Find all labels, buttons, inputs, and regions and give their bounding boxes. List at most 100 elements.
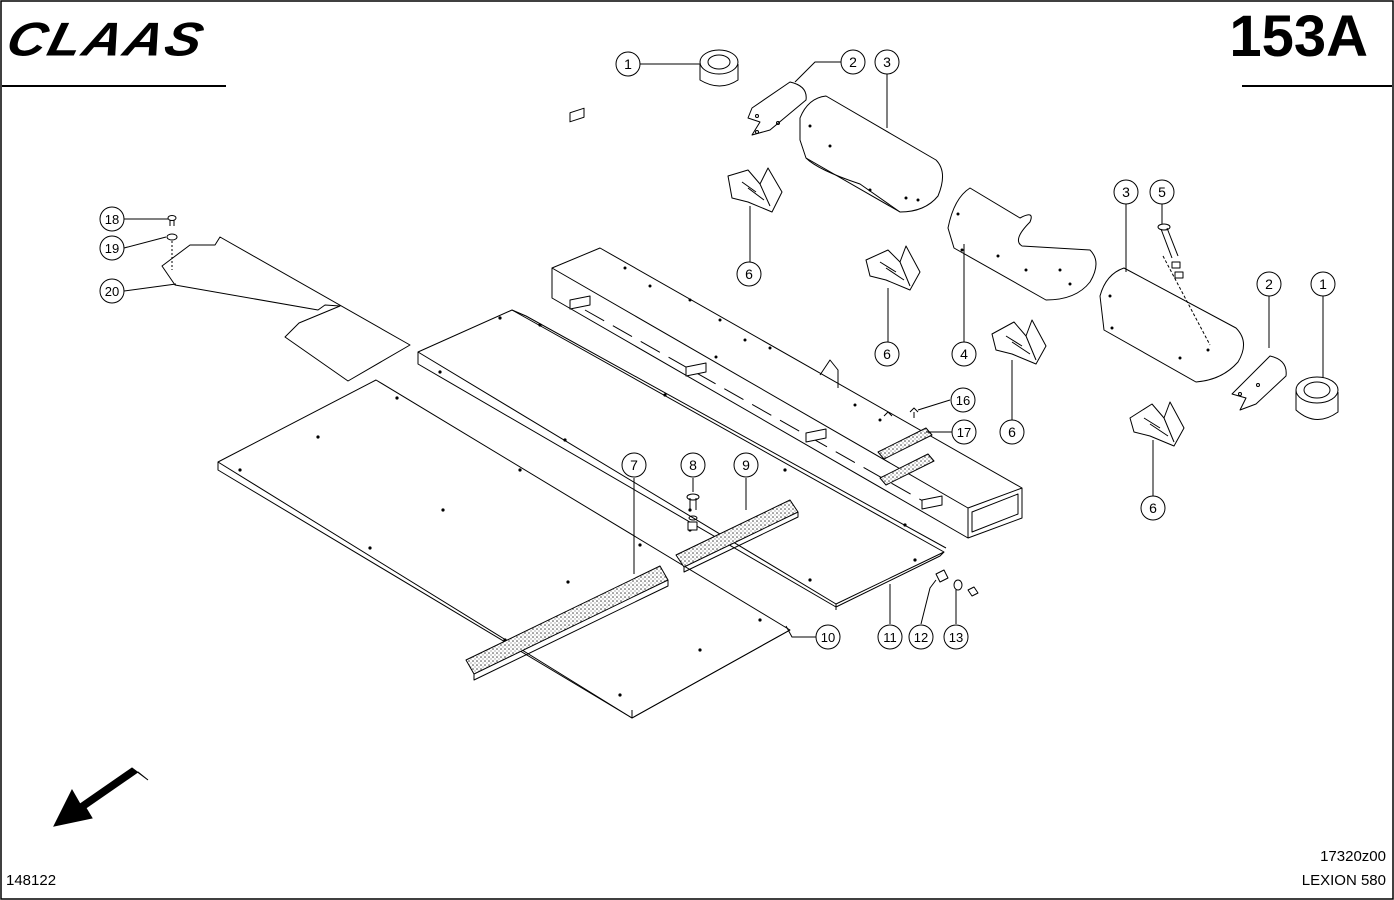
callout-3: 3 <box>1113 179 1139 205</box>
callout-16: 16 <box>950 387 976 413</box>
callout-12: 12 <box>908 624 934 650</box>
callout-19: 19 <box>99 235 125 261</box>
callout-circle <box>874 49 900 75</box>
callout-label: 18 <box>105 212 119 227</box>
part-12-13-fasteners <box>935 569 979 597</box>
callout-2: 2 <box>840 49 866 75</box>
part-6-impeller-d <box>1129 401 1185 447</box>
callout-circle <box>877 624 903 650</box>
leader-lines <box>123 61 1324 638</box>
callout-circle <box>736 261 762 287</box>
part-18-19-fasteners <box>166 215 178 241</box>
callout-label: 6 <box>883 346 891 362</box>
callout-circle <box>950 387 976 413</box>
part-6-impeller-c <box>991 319 1047 365</box>
part-11-channel-plate <box>417 309 947 610</box>
part-3-hood-right <box>1099 255 1244 383</box>
callout-label: 4 <box>960 346 968 362</box>
callout-6: 6 <box>1140 495 1166 521</box>
part-9-strip <box>675 499 799 573</box>
callout-label: 13 <box>949 630 963 645</box>
callout-label: 1 <box>624 56 632 72</box>
callout-label: 6 <box>1008 424 1016 440</box>
callout-label: 5 <box>1158 184 1166 200</box>
callout-18: 18 <box>99 206 125 232</box>
callout-circle <box>99 206 125 232</box>
callout-circle <box>99 278 125 304</box>
callout-2: 2 <box>1256 271 1282 297</box>
callout-circle <box>815 624 841 650</box>
callout-label: 3 <box>883 54 891 70</box>
part-5-bolt <box>1157 223 1184 279</box>
callout-label: 11 <box>883 630 897 645</box>
callout-label: 17 <box>957 425 971 440</box>
callout-circle <box>733 452 759 478</box>
callout-circle <box>615 51 641 77</box>
callout-7: 7 <box>621 452 647 478</box>
callout-6: 6 <box>999 419 1025 445</box>
callout-label: 6 <box>1149 500 1157 516</box>
part-20-cover-plate <box>161 236 411 382</box>
direction-arrow-icon <box>53 767 149 827</box>
callout-circle <box>1113 179 1139 205</box>
callout-6: 6 <box>736 261 762 287</box>
callout-circle <box>951 419 977 445</box>
sheet-id: 148122 <box>6 872 57 889</box>
callout-label: 10 <box>821 630 835 645</box>
part-3-hood-top <box>799 95 943 213</box>
callout-4: 4 <box>951 341 977 367</box>
callout-9: 9 <box>733 452 759 478</box>
callout-1: 1 <box>1310 271 1336 297</box>
part-7-strip <box>465 565 669 681</box>
part-17-pads <box>877 427 935 486</box>
part-8-bolt <box>686 493 700 531</box>
callout-circle <box>908 624 934 650</box>
part-10-floor-plate <box>217 379 791 719</box>
callout-circle <box>951 341 977 367</box>
part-6-impeller-a <box>727 167 783 213</box>
drawing-code: 17320z00 <box>1320 848 1386 865</box>
callout-label: 3 <box>1122 184 1130 200</box>
callout-label: 1 <box>1319 276 1327 292</box>
callout-1: 1 <box>615 51 641 77</box>
model-name: LEXION 580 <box>1301 872 1386 889</box>
callout-13: 13 <box>943 624 969 650</box>
callout-circle <box>1140 495 1166 521</box>
callout-17: 17 <box>951 419 977 445</box>
callout-circle <box>1256 271 1282 297</box>
callout-circle <box>943 624 969 650</box>
callout-circle <box>99 235 125 261</box>
callout-5: 5 <box>1149 179 1175 205</box>
callout-label: 16 <box>956 393 970 408</box>
callout-8: 8 <box>680 452 706 478</box>
callout-circle <box>1310 271 1336 297</box>
callout-label: 2 <box>849 54 857 70</box>
part-1-bushing-top <box>699 49 739 87</box>
callout-circle <box>840 49 866 75</box>
callout-label: 6 <box>745 266 753 282</box>
callout-circle <box>680 452 706 478</box>
page-number: 153A <box>1229 4 1368 69</box>
callout-label: 8 <box>689 457 697 473</box>
part-6-impeller-b <box>865 245 921 291</box>
callout-label: 9 <box>742 457 750 473</box>
callout-circle <box>621 452 647 478</box>
part-4-hood <box>947 187 1097 301</box>
callout-11: 11 <box>877 624 903 650</box>
callout-label: 2 <box>1265 276 1273 292</box>
callout-circle <box>999 419 1025 445</box>
part-1-bushing-right <box>1295 376 1339 420</box>
part-2-bracket-right <box>1231 355 1287 411</box>
callout-6: 6 <box>874 341 900 367</box>
part-2-bracket-top <box>747 81 807 136</box>
part-16-screws <box>883 407 919 418</box>
callout-label: 20 <box>105 284 119 299</box>
callout-20: 20 <box>99 278 125 304</box>
callout-label: 12 <box>914 630 928 645</box>
callout-circle <box>1149 179 1175 205</box>
callout-label: 19 <box>105 241 119 256</box>
